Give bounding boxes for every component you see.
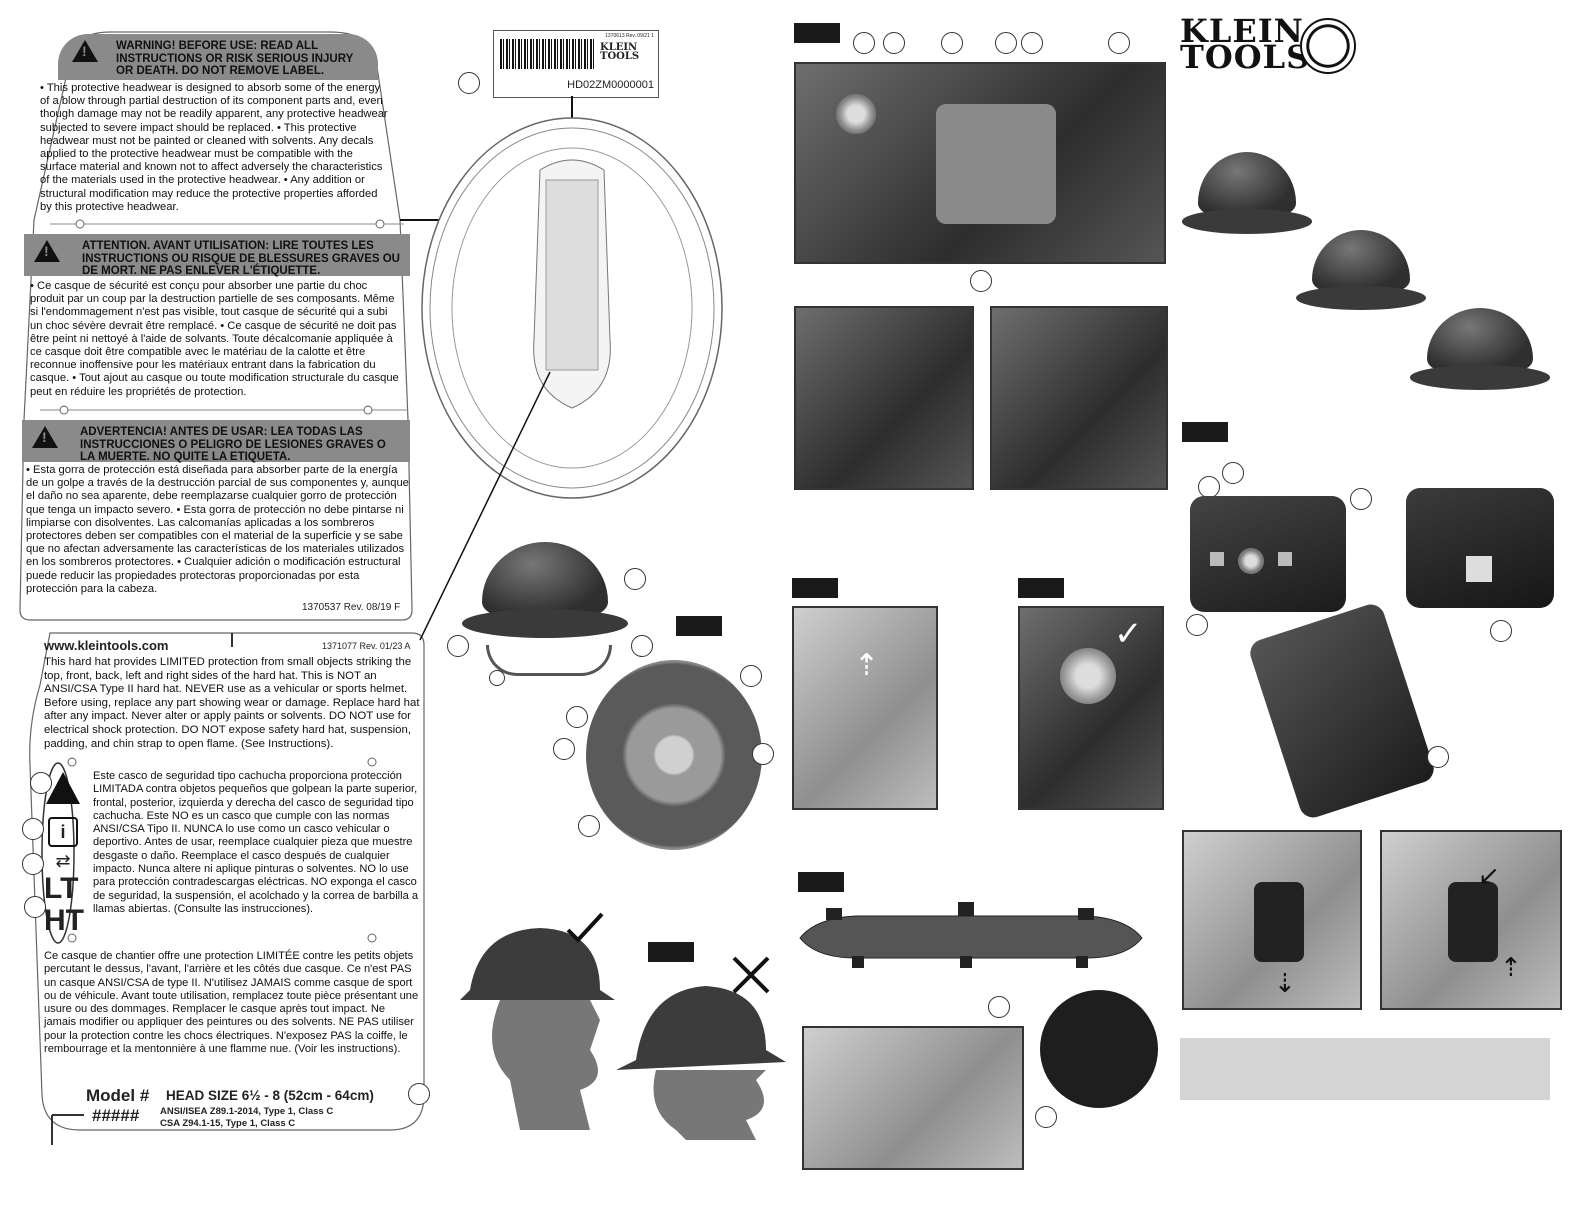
callout-marker bbox=[853, 32, 875, 54]
callout-marker bbox=[624, 568, 646, 590]
arrow-diagonal-icon: ↙ bbox=[1478, 860, 1500, 890]
warning-triangle-icon bbox=[32, 426, 58, 448]
lt-mark: LT bbox=[44, 872, 79, 905]
hat-top-view-diagram bbox=[400, 96, 723, 641]
callout-marker bbox=[22, 818, 44, 840]
callout-marker bbox=[883, 32, 905, 54]
push-up-photo: ⇡ bbox=[792, 606, 938, 810]
figure-tag bbox=[648, 942, 694, 962]
callout-marker bbox=[489, 670, 505, 686]
headlamp-remove-photo: ⇣ bbox=[1182, 830, 1362, 1010]
callout-marker bbox=[458, 72, 480, 94]
headlamp-back-image bbox=[1406, 488, 1554, 608]
callout-marker bbox=[578, 815, 600, 837]
headlamp-front-image bbox=[1190, 496, 1346, 612]
hard-hat-model-2-image bbox=[1296, 230, 1426, 310]
arrow-up-icon: ⇡ bbox=[854, 649, 880, 682]
callout-marker bbox=[941, 32, 963, 54]
figure-tag bbox=[794, 23, 840, 43]
model-number: ##### bbox=[92, 1106, 140, 1125]
callout-marker bbox=[1222, 462, 1244, 484]
hard-hat-model-3-image bbox=[1410, 308, 1550, 390]
callout-marker bbox=[1427, 746, 1449, 768]
figure-tag bbox=[798, 872, 844, 892]
figure-tag bbox=[792, 578, 838, 598]
warning-heading-en: WARNING! BEFORE USE: READ ALL INSTRUCTIO… bbox=[58, 34, 378, 80]
hard-hat-front-image bbox=[462, 542, 628, 638]
warning-label-outline bbox=[19, 31, 413, 621]
warning-triangle-icon bbox=[72, 40, 98, 62]
callout-marker bbox=[631, 635, 653, 657]
pad-install-photo bbox=[802, 1026, 1024, 1170]
warning-heading-fr: ATTENTION. AVANT UTILISATION: LIRE TOUTE… bbox=[24, 234, 410, 277]
suspension-strap bbox=[486, 645, 612, 676]
model-label: Model # bbox=[86, 1086, 150, 1105]
warning-body-fr: • Ce casque de sécurité est conçu pour a… bbox=[30, 280, 399, 398]
figure-tag bbox=[1182, 422, 1228, 442]
pad-disc-image bbox=[1040, 990, 1158, 1108]
website-url: www.kleintools.com bbox=[44, 638, 169, 653]
note-box bbox=[1180, 1038, 1550, 1100]
limited-protection-en: This hard hat provides LIMITED protectio… bbox=[44, 656, 420, 750]
callout-marker bbox=[30, 772, 52, 794]
info-book-icon: i bbox=[48, 817, 78, 847]
callout-marker bbox=[1021, 32, 1043, 54]
figure-tag bbox=[676, 616, 722, 636]
figure-tag bbox=[1018, 578, 1064, 598]
clip-insert-photo-right bbox=[990, 306, 1168, 490]
checkmark-icon: ✓ bbox=[1114, 615, 1143, 653]
callout-marker bbox=[988, 996, 1010, 1018]
headlamp-clip-image bbox=[1246, 600, 1438, 822]
limited-protection-es: Este casco de seguridad tipo cachucha pr… bbox=[93, 770, 419, 915]
callout-marker bbox=[752, 743, 774, 765]
clip-seated-photo: ✓ bbox=[1018, 606, 1164, 810]
callout-marker bbox=[553, 738, 575, 760]
label-revision: 1370537 Rev. 08/19 F bbox=[302, 602, 401, 613]
callout-marker bbox=[970, 270, 992, 292]
callout-marker bbox=[566, 706, 588, 728]
barcode-image bbox=[500, 39, 596, 69]
warning-triangle-icon bbox=[46, 772, 80, 804]
callout-marker bbox=[22, 853, 44, 875]
hard-hat-underside-image bbox=[586, 660, 762, 850]
warning-heading-es: ADVERTENCIA! ANTES DE USAR: LEA TODAS LA… bbox=[22, 420, 410, 463]
incorrect-fit-profile bbox=[616, 956, 786, 1140]
head-size: HEAD SIZE 6½ - 8 (52cm - 64cm) bbox=[166, 1088, 374, 1103]
callout-marker bbox=[1198, 476, 1220, 498]
callout-marker bbox=[1035, 1106, 1057, 1128]
callout-marker bbox=[1108, 32, 1130, 54]
klein-seal-icon bbox=[1300, 18, 1356, 74]
callout-marker bbox=[1490, 620, 1512, 642]
callout-marker bbox=[24, 896, 46, 918]
rotate-arrows-icon: ⇄ bbox=[55, 851, 71, 871]
headlamp-attach-photo: ⇡ ↙ bbox=[1380, 830, 1562, 1010]
standard-csa: CSA Z94.1-15, Type 1, Class C bbox=[160, 1118, 296, 1129]
serial-number: HD02ZM0000001 bbox=[567, 79, 654, 91]
sweatband-pad-diagram bbox=[799, 902, 1143, 968]
callout-marker bbox=[1186, 614, 1208, 636]
arrow-up-icon: ⇡ bbox=[1500, 952, 1522, 982]
warning-triangle-icon bbox=[34, 240, 60, 262]
callout-marker bbox=[995, 32, 1017, 54]
standard-ansi: ANSI/ISEA Z89.1-2014, Type 1, Class C bbox=[160, 1106, 334, 1117]
warning-body-en: • This protective headwear is designed t… bbox=[40, 82, 388, 213]
callout-marker bbox=[447, 635, 469, 657]
inner-label-revision: 1371077 Rev. 01/23 A bbox=[322, 641, 411, 651]
correct-fit-profile bbox=[460, 912, 615, 1130]
arrow-down-icon: ⇣ bbox=[1274, 968, 1296, 998]
suspension-clip-photo bbox=[794, 62, 1166, 264]
ht-mark: HT bbox=[44, 904, 84, 937]
limited-protection-fr: Ce casque de chantier offre une protecti… bbox=[44, 950, 419, 1056]
callout-marker bbox=[1350, 488, 1372, 510]
inner-label-outline bbox=[29, 632, 425, 1145]
warning-body-es: • Esta gorra de protección está diseñada… bbox=[26, 464, 409, 595]
callout-marker bbox=[740, 665, 762, 687]
callout-marker bbox=[408, 1083, 430, 1105]
clip-insert-photo-left bbox=[794, 306, 974, 490]
hard-hat-model-1-image bbox=[1182, 152, 1312, 234]
